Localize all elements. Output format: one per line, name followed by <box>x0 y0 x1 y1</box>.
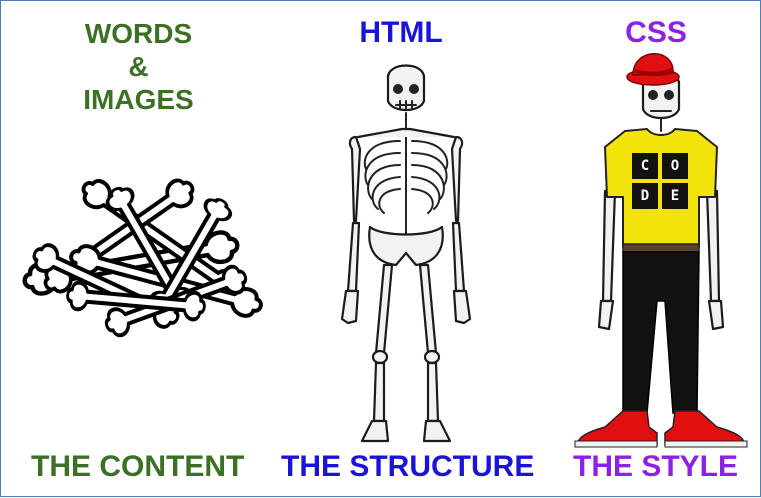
content-heading-line-1: WORDS <box>84 18 193 49</box>
structure-caption: THE STRUCTURE <box>281 450 535 483</box>
code-tile-e: E <box>662 183 688 209</box>
content-heading-line-2: & <box>128 51 149 82</box>
red-sneakers-icon <box>574 410 748 448</box>
content-caption: THE CONTENT <box>31 450 245 483</box>
code-tile-c: C <box>632 153 658 179</box>
structure-heading: HTML <box>359 16 443 49</box>
code-logo: C O D E <box>632 153 688 209</box>
black-pants <box>622 251 700 414</box>
code-tile-d: D <box>632 183 658 209</box>
style-heading: CSS <box>625 16 687 49</box>
red-hat-icon <box>626 53 680 86</box>
style-caption: THE STYLE <box>573 450 739 483</box>
content-heading-line-3: IMAGES <box>83 84 194 115</box>
content-heading: WORDS & IMAGES <box>56 17 221 116</box>
code-tile-o: O <box>662 153 688 179</box>
